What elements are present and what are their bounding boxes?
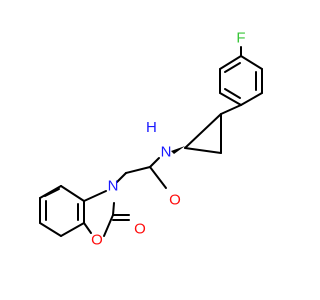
amide-hydrogen-label: H xyxy=(146,119,157,136)
bond xyxy=(149,166,167,189)
ring-carbonyl-oxygen-label: O xyxy=(134,221,146,238)
bond xyxy=(125,166,151,174)
bond xyxy=(184,147,222,154)
bond xyxy=(240,92,263,106)
bond xyxy=(112,202,115,216)
cyclopropane xyxy=(171,104,242,154)
bond xyxy=(60,222,85,237)
amide-chain xyxy=(116,157,167,189)
wedge-bond xyxy=(171,146,185,154)
bond xyxy=(60,185,85,202)
bond xyxy=(83,222,92,234)
ring-oxygen-label: O xyxy=(91,232,103,249)
bond xyxy=(44,188,60,197)
bond xyxy=(39,222,62,237)
bond xyxy=(116,172,127,183)
benzoxazolone xyxy=(39,185,130,237)
bond xyxy=(219,55,242,70)
amide-nitrogen-label: N xyxy=(161,144,172,161)
ring-nitrogen-label: N xyxy=(108,178,119,195)
bond xyxy=(149,157,160,168)
bond xyxy=(219,92,242,106)
bond xyxy=(103,214,114,237)
molecule-structure: F N H O N O O xyxy=(39,30,263,249)
bond xyxy=(184,113,222,149)
bond xyxy=(224,62,241,73)
bond xyxy=(220,104,242,115)
bond xyxy=(39,185,62,199)
fluorine-label: F xyxy=(236,30,245,47)
bond xyxy=(83,190,107,202)
bond xyxy=(240,55,263,70)
fluorophenyl-ring xyxy=(219,46,263,106)
carbonyl-oxygen-label: O xyxy=(169,192,181,209)
bond xyxy=(224,88,241,99)
